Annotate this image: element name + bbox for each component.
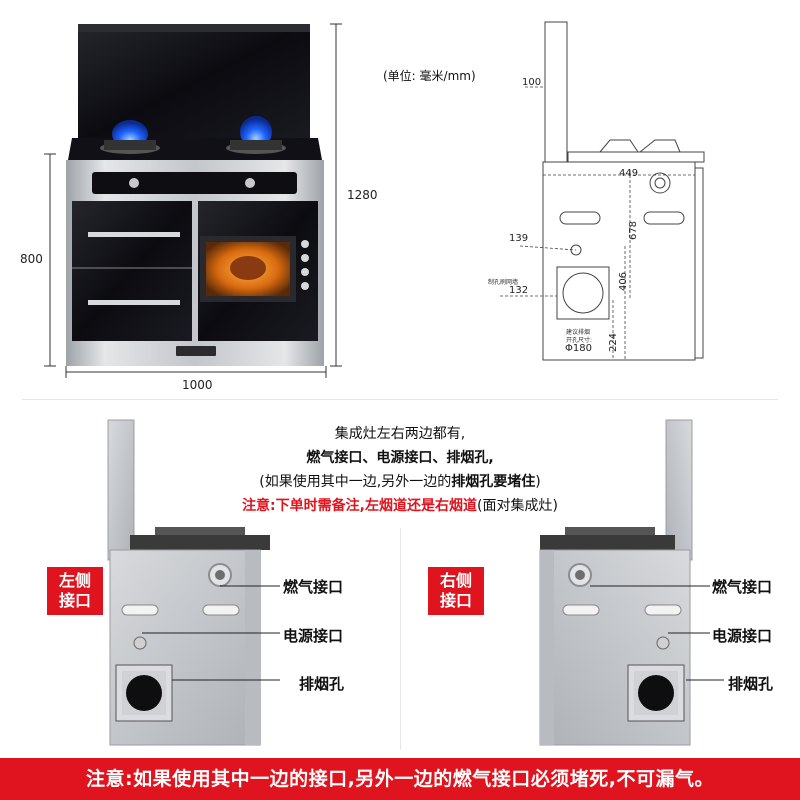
dim-cabinet-height: 800	[20, 252, 43, 266]
drawer-panel	[72, 201, 192, 341]
panel-divider	[400, 528, 401, 750]
suggest-size: Φ180	[565, 343, 592, 354]
dim-backboard: 100	[522, 77, 542, 88]
dim-width: 1000	[182, 378, 213, 392]
suggest-line1: 建议排烟	[566, 329, 591, 336]
right-interface-tag: 右侧 接口	[428, 567, 484, 615]
stove-front-view	[44, 23, 342, 378]
dim-power-offset: 139	[509, 233, 529, 244]
side-view-diagram	[500, 21, 705, 361]
instruction-line3-bold: 排烟孔要堵住	[451, 474, 536, 490]
dim-depth: 449	[619, 168, 639, 179]
divider	[22, 399, 778, 400]
right-tag-line1: 右侧	[439, 571, 472, 590]
left-power-label: 电源接口	[283, 627, 344, 645]
instruction-line4-red: 注意:下单时需备注,左烟道还是右烟道	[242, 498, 477, 514]
left-gas-label: 燃气接口	[283, 578, 344, 596]
left-power-port	[133, 636, 147, 650]
left-flue-label: 排烟孔	[299, 675, 345, 693]
left-side-photo	[107, 419, 270, 746]
instruction-line4-post: (面对集成灶)	[476, 498, 558, 514]
footer-warning: 注意:如果使用其中一边的接口,另外一边的燃气接口必须堵死,不可漏气。	[0, 758, 800, 800]
instruction-line2: 燃气接口、电源接口、排烟孔,	[306, 450, 494, 466]
backboard-glass	[78, 24, 310, 142]
instruction-line3-post: )	[535, 474, 541, 490]
dim-flue-size: 132	[509, 285, 529, 296]
right-flue-label: 排烟孔	[728, 675, 774, 693]
left-interface-tag: 左侧 接口	[47, 567, 103, 615]
right-side-photo	[539, 419, 693, 746]
instruction-line3-pre: (如果使用其中一边,另外一边的	[259, 474, 452, 490]
left-tag-line1: 左侧	[58, 571, 91, 590]
right-power-label: 电源接口	[712, 627, 773, 645]
left-tag-line2: 接口	[58, 591, 91, 610]
control-panel	[92, 172, 297, 194]
suggest-line2: 开孔尺寸:	[566, 337, 593, 344]
dim-total-height: 1280	[347, 188, 378, 202]
instruction-line4: 注意:下单时需备注,左烟道还是右烟道(面对集成灶)	[190, 494, 610, 518]
instruction-line3: (如果使用其中一边,另外一边的排烟孔要堵住)	[190, 470, 610, 494]
right-power-port	[656, 636, 670, 650]
right-gas-label: 燃气接口	[712, 578, 773, 596]
unit-note: (单位: 毫米/mm)	[383, 69, 476, 83]
instruction-line1: 集成灶左右两边都有,	[334, 426, 466, 442]
flue-tag: 制孔刷网墙	[488, 279, 519, 286]
right-tag-line2: 接口	[439, 591, 472, 610]
